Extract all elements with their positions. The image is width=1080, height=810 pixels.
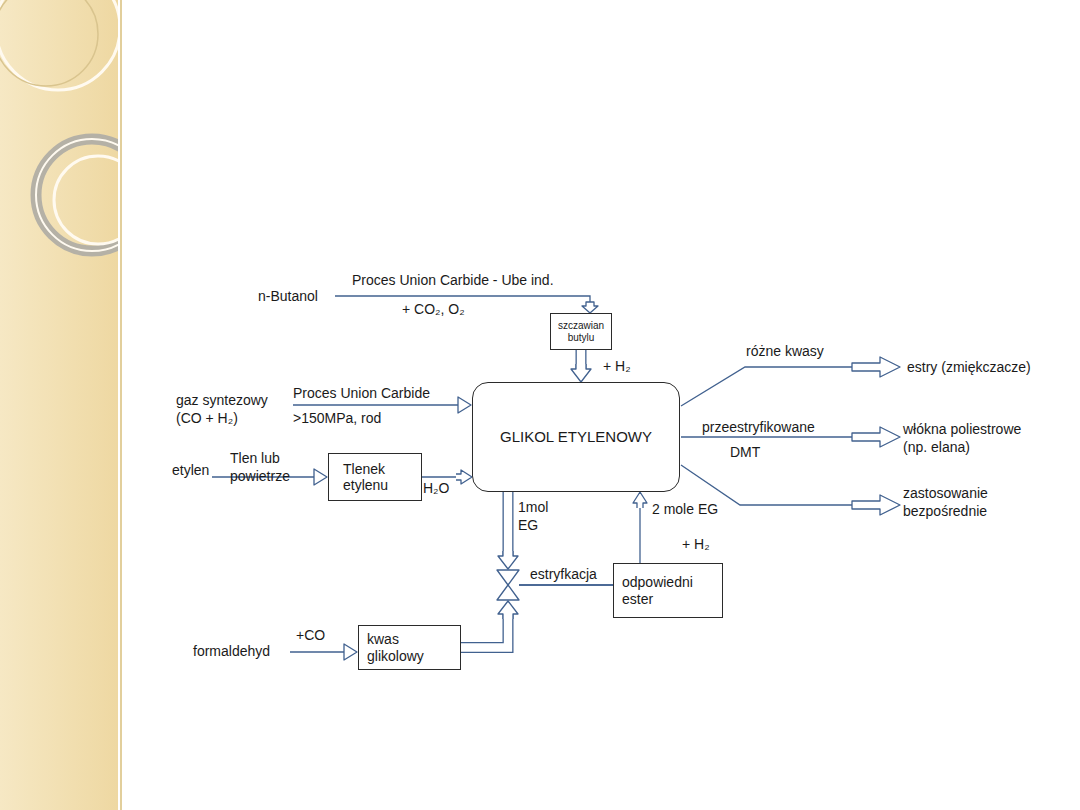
arrow-head bbox=[498, 601, 518, 619]
connector-line bbox=[639, 503, 640, 563]
block-arrow bbox=[852, 495, 900, 515]
deco-arc bbox=[0, 0, 118, 90]
edge-label: estryfkacja bbox=[528, 566, 599, 583]
annotation-label: >150MPa, rod bbox=[293, 409, 381, 427]
flow-connector bbox=[461, 585, 613, 648]
annotation-label: Proces Union Carbide - Ube ind. bbox=[352, 271, 554, 289]
flow-connector bbox=[498, 492, 613, 585]
annotation-label: gaz syntezowy (CO + H₂) bbox=[176, 391, 284, 427]
block-shaft bbox=[503, 492, 514, 556]
connector-line bbox=[422, 476, 461, 477]
block-shaft bbox=[461, 614, 508, 648]
annotation-label: n-Butanol bbox=[258, 287, 318, 305]
flow-connector bbox=[571, 350, 591, 382]
annotation-label: etylen bbox=[172, 461, 209, 479]
strip-edge bbox=[120, 0, 122, 810]
node-text: szczawian butylu bbox=[553, 320, 609, 343]
valve-half bbox=[497, 585, 519, 600]
feed-line bbox=[290, 651, 344, 652]
node-text: kwas glikolowy bbox=[367, 631, 437, 663]
product-box: GLIKOL ETYLENOWY bbox=[472, 382, 680, 492]
deco-ring bbox=[36, 139, 118, 251]
strip-ground bbox=[0, 0, 118, 810]
annotation-label: + H₂ bbox=[603, 357, 631, 375]
block-shaft bbox=[461, 614, 508, 648]
arrow-head bbox=[571, 364, 591, 382]
hollow-arrow bbox=[582, 302, 598, 313]
annotation-label: Tlen lub powietrze bbox=[230, 449, 304, 485]
deco-ring bbox=[36, 139, 118, 251]
connector-line bbox=[519, 584, 613, 585]
flow-connector bbox=[633, 492, 647, 563]
node-text: Tlenek etylenu bbox=[343, 461, 405, 493]
annotation-label: zastosowanie bezpośrednie bbox=[903, 484, 1015, 520]
product-line bbox=[681, 436, 852, 437]
block-shaft bbox=[504, 492, 512, 556]
product-line bbox=[681, 367, 852, 406]
intermediate-box: kwas glikolowy bbox=[358, 625, 461, 670]
annotation-label: H₂O bbox=[423, 479, 449, 497]
input-lines bbox=[212, 296, 852, 652]
hollow-arrow bbox=[314, 469, 327, 485]
product-line bbox=[681, 465, 852, 505]
connector-line bbox=[519, 584, 613, 585]
node-text: GLIKOL ETYLENOWY bbox=[500, 428, 652, 445]
deco-ring bbox=[54, 156, 118, 244]
annotation-label: + H₂ bbox=[682, 535, 710, 553]
annotation-label: formaldehyd bbox=[193, 642, 270, 660]
annotation-label: Proces Union Carbide bbox=[293, 384, 430, 402]
annotation-label: przeestryfikowane bbox=[702, 418, 815, 436]
annotation-label: różne kwasy bbox=[746, 342, 824, 360]
node-text: odpowiedni ester bbox=[622, 574, 706, 606]
annotation-label: + CO₂, O₂ bbox=[402, 300, 465, 318]
side-strip bbox=[0, 0, 148, 810]
deco-arc bbox=[0, 0, 98, 86]
input-heads bbox=[314, 302, 900, 660]
annotation-label: +CO bbox=[296, 626, 325, 644]
annotation-label: estry (zmiękczacze) bbox=[907, 358, 1031, 376]
arrow-head bbox=[498, 551, 518, 569]
annotation-label: DMT bbox=[730, 443, 760, 461]
annotation-label: 1mol EG bbox=[518, 498, 560, 534]
arrow-head bbox=[456, 470, 472, 484]
block-arrow bbox=[852, 427, 900, 447]
annotation-label: włókna poliestrowe (np. elana) bbox=[903, 420, 1043, 456]
valve-half bbox=[497, 570, 519, 585]
block-arrow bbox=[852, 357, 900, 377]
mixing-valve bbox=[497, 570, 519, 600]
intermediate-box: odpowiedni ester bbox=[613, 563, 723, 618]
hollow-arrow bbox=[458, 397, 471, 413]
intermediate-box: Tlenek etylenu bbox=[328, 453, 422, 501]
annotation-label: 2 mole EG bbox=[652, 500, 718, 518]
intermediate-box: szczawian butylu bbox=[550, 313, 612, 350]
feed-line bbox=[293, 404, 458, 405]
hollow-arrow bbox=[344, 644, 357, 660]
arrow-head bbox=[633, 492, 647, 508]
